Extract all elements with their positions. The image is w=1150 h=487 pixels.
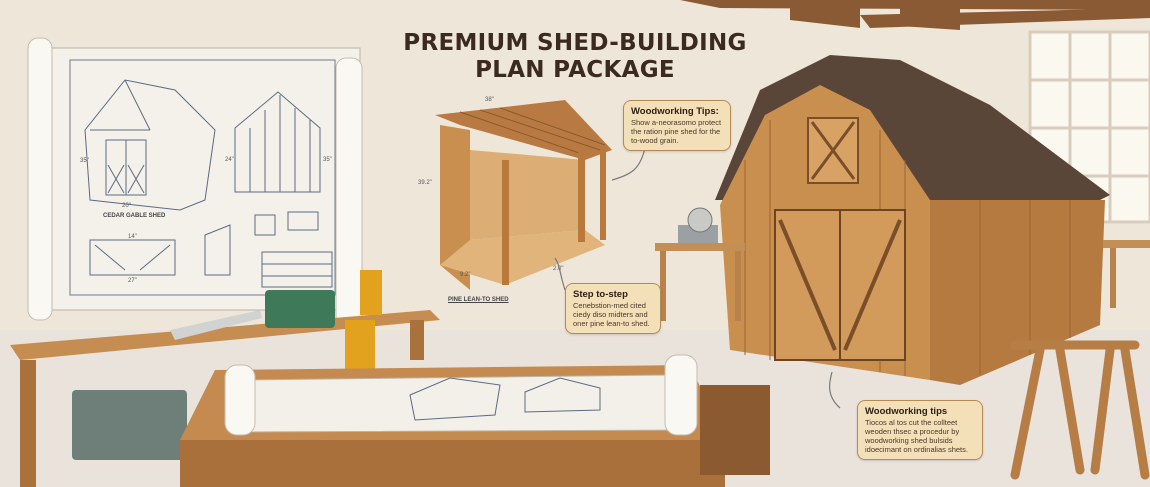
miter-saw-table <box>655 207 1150 321</box>
page-title: PREMIUM SHED-BUILDING PLAN PACKAGE <box>380 30 770 84</box>
callout-woodworking-tips-2: Woodworking tips Tiocos al tos cut the c… <box>857 400 983 460</box>
ceiling-beams <box>680 0 1150 30</box>
left-workbench <box>10 270 440 487</box>
title-line-2: PLAN PACKAGE <box>475 57 675 83</box>
lean-to-height: 39.2" <box>418 180 432 186</box>
front-table <box>180 354 770 487</box>
blueprint-dim: 35" <box>323 157 332 163</box>
callout-body: Show a-neorasomo protect the ration pine… <box>631 118 722 145</box>
barn-shed <box>715 55 1110 385</box>
blueprint-poster <box>27 37 363 327</box>
callout-step-to-step: Step to-step Cenebstion-med cited ciedy … <box>565 283 661 334</box>
blueprint-dim: 27" <box>128 278 137 284</box>
callout-heading: Woodworking Tips: <box>631 106 719 117</box>
blueprint-dim: 20" <box>122 203 131 209</box>
blueprint-dim: 14" <box>128 234 137 240</box>
blueprint-dim: 24" <box>225 157 234 163</box>
sawhorse <box>1010 340 1150 480</box>
blueprint-shed-name: CEDAR GABLE SHED <box>103 213 166 219</box>
lean-to-shed-illustration <box>435 100 612 290</box>
lean-to-width: 38" <box>485 97 494 103</box>
callout-body: Tiocos al tos cut the collteet weoden th… <box>865 418 968 454</box>
title-line-1: PREMIUM SHED-BUILDING <box>403 30 747 56</box>
lean-to-name: PINE LEAN-TO SHED <box>448 297 509 303</box>
callout-heading: Woodworking tips <box>865 406 948 417</box>
callout-body: Cenebstion-med cited ciedy diso midters … <box>573 301 650 328</box>
callout-heading: Step to-step <box>573 289 628 300</box>
callout-woodworking-tips-1: Woodworking Tips: Show a-neorasomo prote… <box>623 100 731 151</box>
callout-pointers <box>554 147 841 409</box>
lean-to-length: 2.0" <box>553 266 564 272</box>
blueprint-dim: 35" <box>80 158 89 164</box>
lean-to-depth: 9.2" <box>460 272 471 278</box>
